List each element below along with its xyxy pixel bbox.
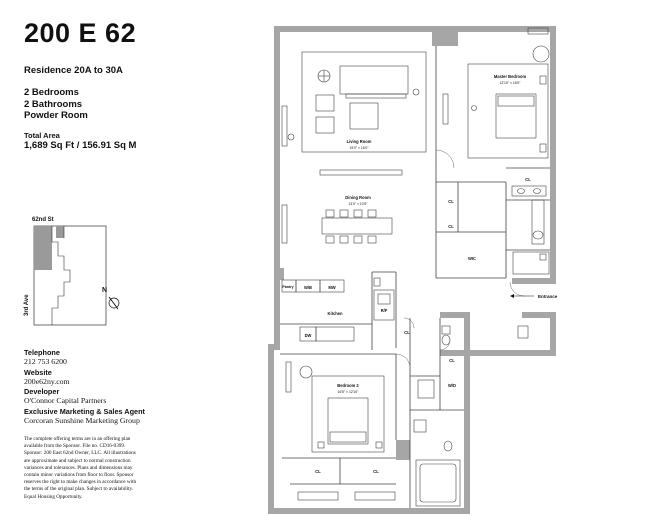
powder-room: Powder Room: [24, 110, 88, 121]
wb-label: W/B: [304, 285, 312, 290]
agent-label: Exclusive Marketing & Sales Agent: [24, 406, 145, 416]
entrance-label: Entrance: [538, 294, 558, 299]
disclaimer-line: variances and tolerances. Plans and dime…: [24, 464, 133, 471]
total-area-value: 1,689 Sq Ft / 156.91 Sq M: [24, 140, 137, 151]
telephone-value: 212 753 6200: [24, 357, 67, 366]
disclaimer-line: the terms of the original plan. Subject …: [24, 486, 134, 493]
wd-label: W/D: [448, 383, 456, 388]
mw-label: MW: [328, 285, 335, 290]
total-area-label: Total Area: [24, 131, 60, 140]
building-footprint-2: [56, 226, 64, 238]
disclaimer-line: are approximate and subject to normal co…: [24, 457, 131, 464]
key-plan: 62nd St 3rd Ave N: [24, 217, 120, 326]
agent-value: Corcoran Sunshine Marketing Group: [24, 415, 140, 425]
developer-label: Developer: [24, 387, 60, 396]
telephone-label: Telephone: [24, 348, 60, 357]
entrance-marker: Entrance: [510, 294, 558, 299]
developer-value: O'Connor Capital Partners: [24, 396, 107, 405]
building-footprint: [34, 226, 52, 270]
dw-label: DW: [305, 333, 312, 338]
disclaimer-line: contain minor variations from floor to f…: [24, 472, 134, 479]
street-label: 62nd St: [32, 217, 54, 223]
disclaimer-line: reserves the right to make changes in ac…: [24, 479, 137, 486]
kitchen-fixtures: [281, 277, 395, 342]
wic-label: WIC: [468, 256, 476, 261]
cl-label: CL: [404, 330, 410, 335]
room-summary: 2 Bedrooms 2 Bathrooms Powder Room: [24, 87, 88, 122]
cl-label: CL: [373, 469, 379, 474]
bedroom2-label: Bedroom 2: [337, 383, 359, 388]
bathroom-2: [413, 325, 529, 507]
residence-label: Residence 20A to 30A: [24, 65, 123, 76]
cl-label: CL: [315, 469, 321, 474]
doors: [395, 149, 525, 369]
master-bedroom-dim: 12'10" × 16'5": [500, 81, 522, 85]
bedroom2-furniture: [285, 361, 385, 453]
windows: [281, 27, 549, 501]
disclaimer-line: available from the Sponsor. File no. CD1…: [24, 443, 126, 450]
block-outline: [33, 225, 107, 326]
living-room-label: Living Room: [347, 139, 372, 144]
master-bedroom-furniture: [442, 45, 550, 159]
cl-label: CL: [525, 177, 531, 182]
website-link[interactable]: 200e62ny.com: [24, 376, 70, 386]
kitchen-label: Kitchen: [327, 311, 343, 316]
cl-label: CL: [448, 224, 454, 229]
dining-room-dim: 13'0" × 10'5": [349, 202, 369, 206]
living-room-furniture: [287, 51, 427, 153]
north-arrow: N: [102, 287, 120, 310]
rf-label: R/F: [381, 308, 388, 313]
master-bedroom-label: Master Bedroom: [494, 74, 527, 79]
avenue-label: 3rd Ave: [24, 294, 30, 316]
exterior-walls: [268, 26, 556, 514]
disclaimer-line: Equal Housing Opportunity.: [24, 493, 83, 500]
bedroom2-dim: 16'5" × 12'10": [338, 390, 360, 394]
dining-furniture: [321, 209, 393, 244]
cl-label: CL: [448, 199, 454, 204]
disclaimer: The complete offering terms are in an of…: [24, 436, 144, 501]
bedrooms-count: 2 Bedrooms: [24, 87, 79, 98]
dining-room-label: Dining Room: [345, 195, 371, 200]
page-title: 200 E 62: [24, 18, 137, 48]
north-label: N: [102, 287, 107, 294]
disclaimer-line: The complete offering terms are in an of…: [24, 436, 131, 442]
interior-walls: [280, 46, 550, 508]
cl-label: CL: [449, 358, 455, 363]
bathrooms-count: 2 Bathrooms: [24, 98, 83, 110]
disclaimer-line: Sponsor: 200 East 62nd Owner, LLC. All i…: [24, 450, 136, 457]
website-label: Website: [24, 367, 52, 377]
master-bath: [511, 185, 550, 275]
living-room-dim: 19'0" × 16'0": [350, 146, 370, 150]
pantry-label: Pantry: [282, 285, 293, 289]
